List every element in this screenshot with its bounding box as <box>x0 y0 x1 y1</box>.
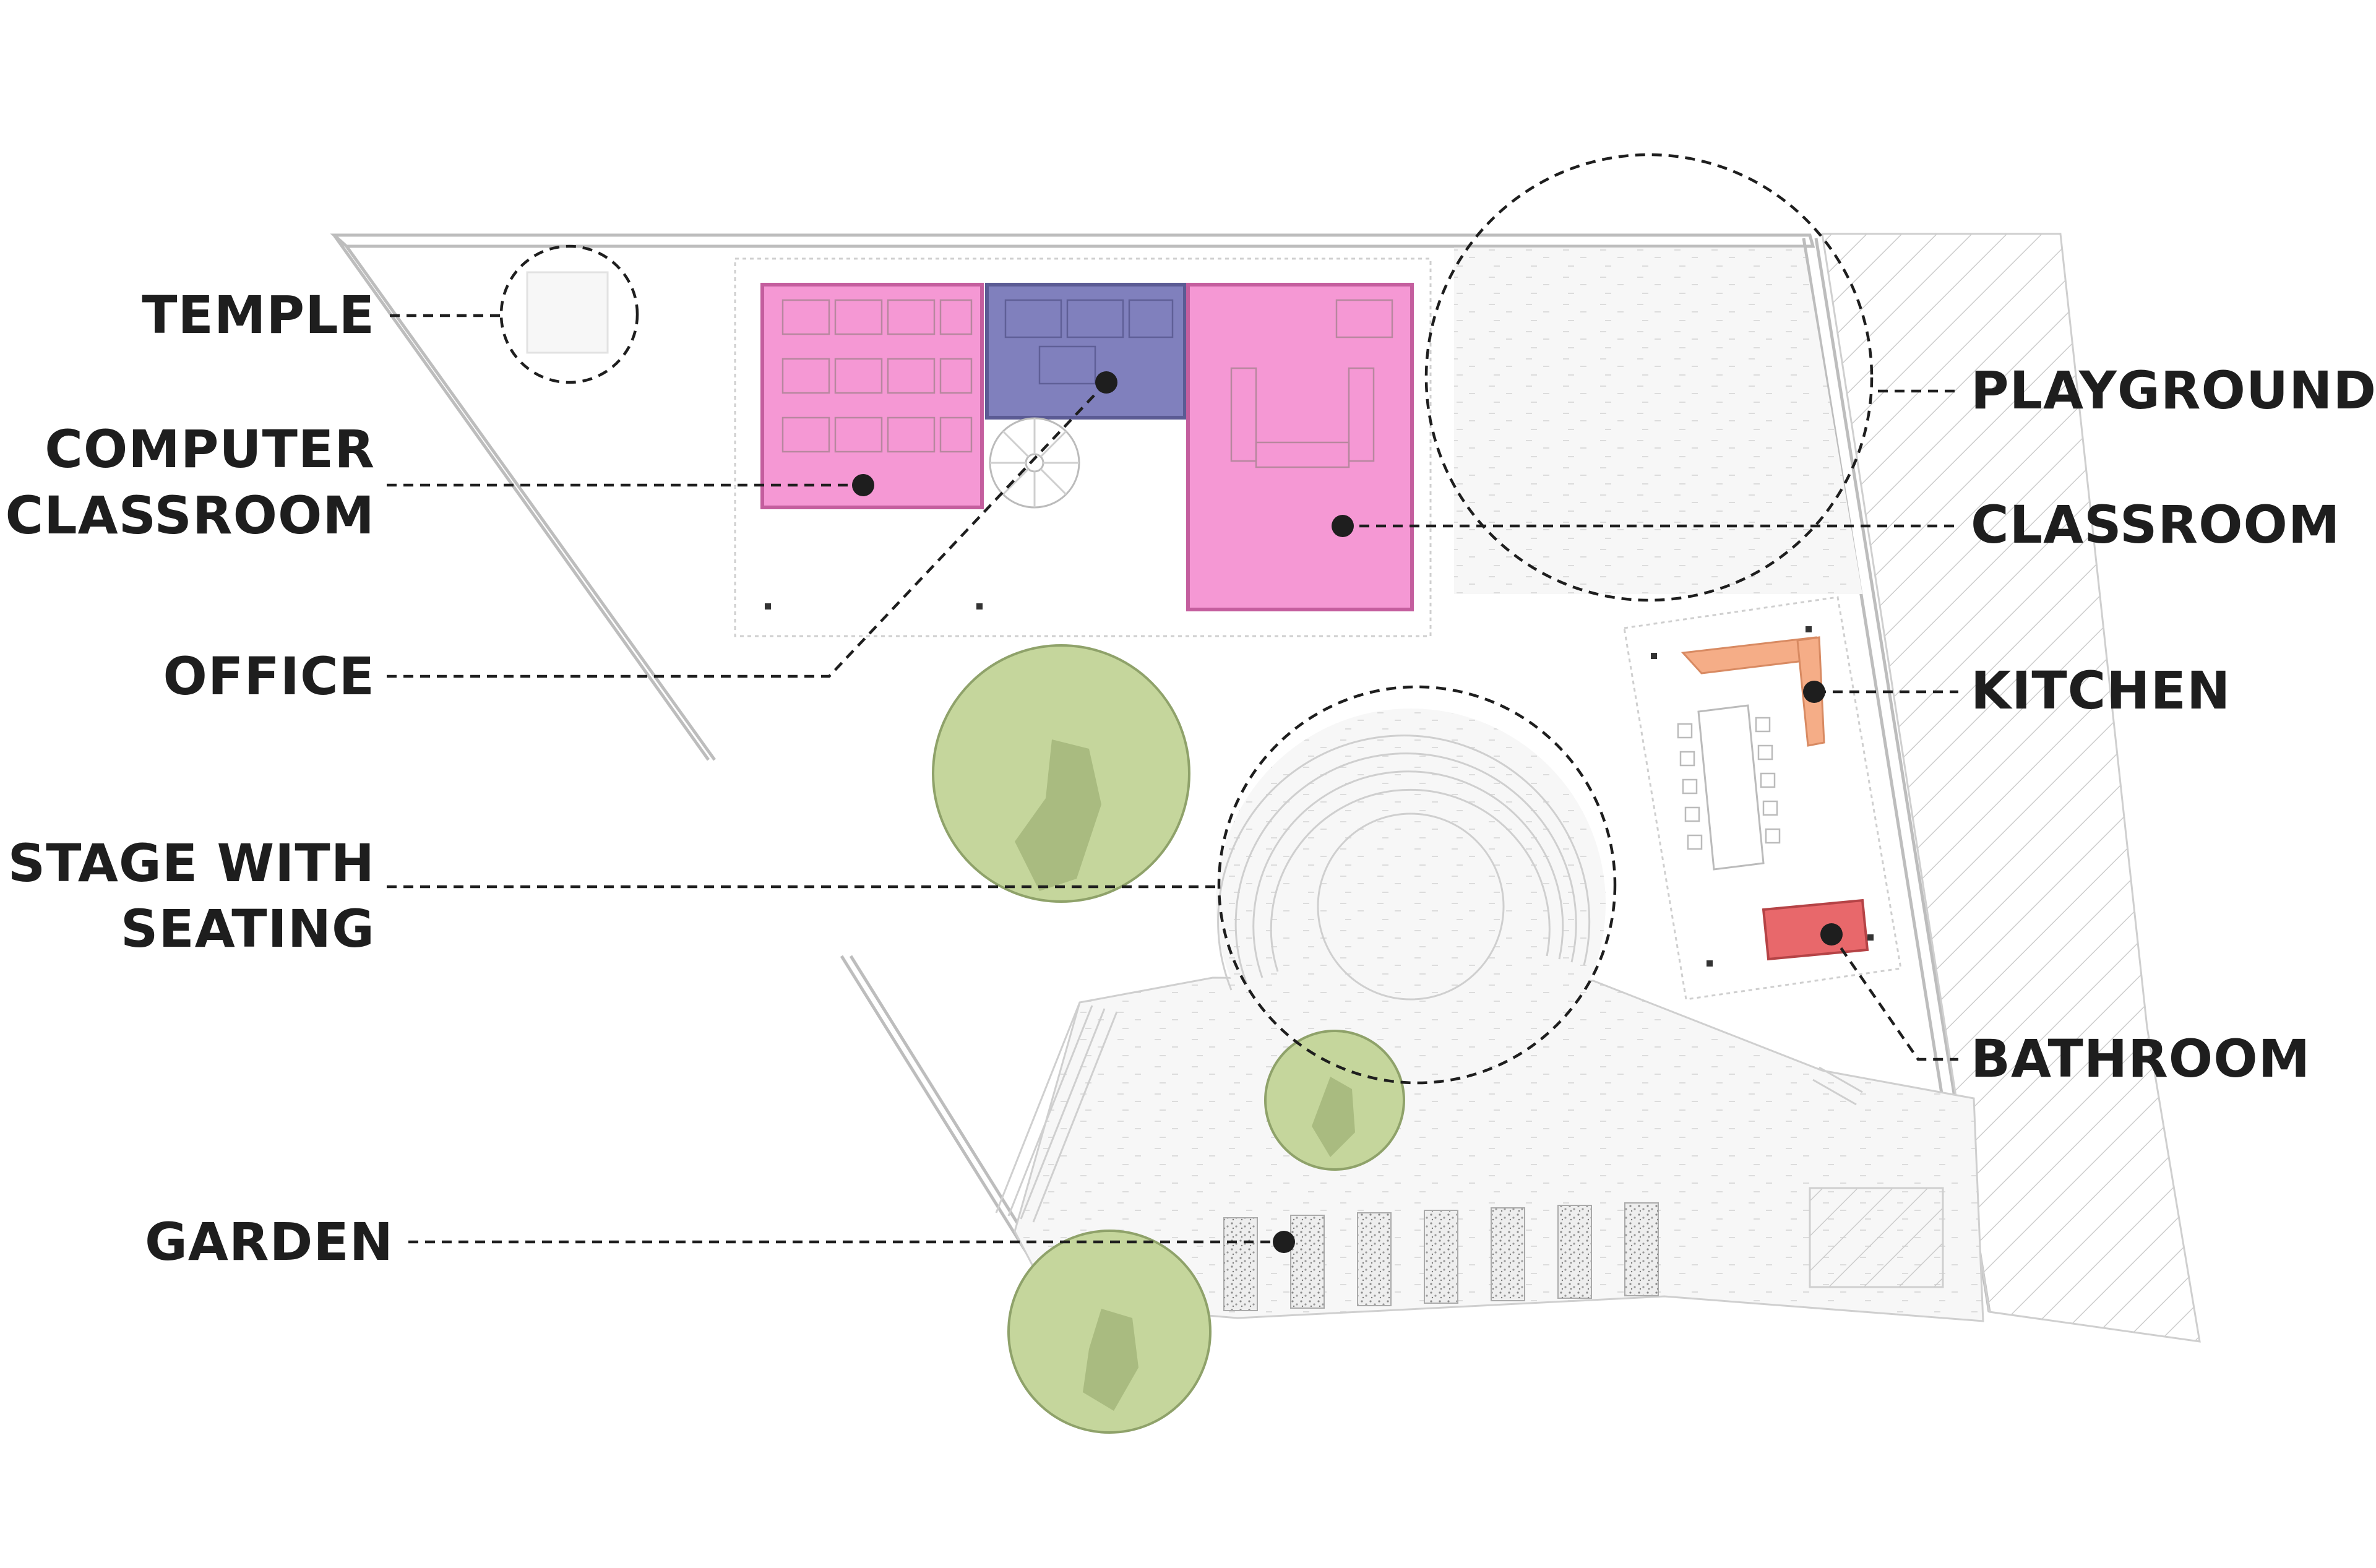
temple-building <box>526 271 609 354</box>
label-playground: PLAYGROUND <box>1971 360 2376 421</box>
leader-dot <box>1803 681 1825 703</box>
office-room <box>985 283 1187 420</box>
column-markers <box>765 603 983 610</box>
label-classroom: CLASSROOM <box>1971 494 2341 555</box>
garden-steps <box>995 1002 1863 1223</box>
building-outline <box>734 257 1432 637</box>
leader-dot <box>1095 371 1117 394</box>
label-stage-line2: SEATING <box>121 898 375 959</box>
bathroom-room <box>1762 898 1869 961</box>
garden-beds <box>1223 1202 1659 1311</box>
stage-amphitheatre <box>1216 709 1606 1098</box>
label-computer-classroom-line1: COMPUTER <box>45 419 375 480</box>
leader-dot <box>1273 1231 1295 1253</box>
tree-icon <box>1264 1030 1405 1171</box>
computer-classroom-room <box>760 283 984 509</box>
kitchen-column-markers <box>1651 626 1874 967</box>
label-office: OFFICE <box>163 646 375 707</box>
classroom-room <box>1186 283 1414 611</box>
leader-dot <box>1332 515 1354 537</box>
site-boundary <box>330 233 1991 1312</box>
playground-zone-circle <box>1424 153 1874 602</box>
kitchen-pavilion-outline <box>1623 596 1902 1001</box>
playground-surface <box>1454 248 1862 594</box>
leader-dot <box>852 474 874 496</box>
label-bathroom: BATHROOM <box>1971 1028 2310 1089</box>
temple-zone-circle <box>499 244 639 384</box>
label-kitchen: KITCHEN <box>1971 660 2231 721</box>
label-garden: GARDEN <box>145 1212 394 1272</box>
dining-table <box>1677 704 1781 871</box>
spiral-stair <box>989 417 1080 509</box>
label-stage-line1: STAGE WITH <box>8 833 375 894</box>
garden-grate <box>1809 1187 1944 1288</box>
label-computer-classroom-line2: CLASSROOM <box>6 485 376 546</box>
label-temple: TEMPLE <box>142 285 375 345</box>
leader-dot <box>1820 923 1843 946</box>
office-leader <box>387 381 1108 678</box>
tree-icon <box>1007 1230 1212 1434</box>
tree-icon <box>932 644 1190 903</box>
bathroom-leader <box>1830 933 1958 1061</box>
stage-zone-circle <box>1217 685 1617 1085</box>
